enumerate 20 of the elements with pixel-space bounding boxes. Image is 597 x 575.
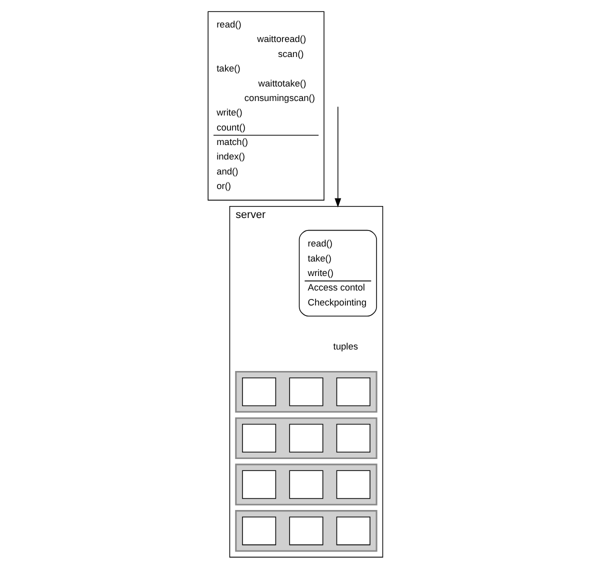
label: tuples <box>333 341 358 352</box>
node-box <box>242 516 276 546</box>
node-box <box>336 470 370 499</box>
node-box <box>289 470 324 499</box>
arrow <box>334 106 342 208</box>
cluster <box>235 370 378 413</box>
cluster <box>235 464 378 506</box>
node-box: read() waittoread() scan() take() waittotake() consumingscan() write() count() match() index() and() or() <box>208 11 324 201</box>
node-box <box>289 378 324 406</box>
node-box <box>336 378 370 406</box>
node-box <box>336 424 370 452</box>
node-box <box>336 516 370 546</box>
cluster <box>235 417 378 460</box>
node-box <box>242 378 276 406</box>
cluster <box>235 510 378 552</box>
node-box <box>289 516 324 546</box>
node-box <box>289 424 324 452</box>
node-box <box>242 470 276 499</box>
node-box: read() take() write() Access contol Checkpointing <box>298 230 377 316</box>
node-box <box>242 424 276 452</box>
